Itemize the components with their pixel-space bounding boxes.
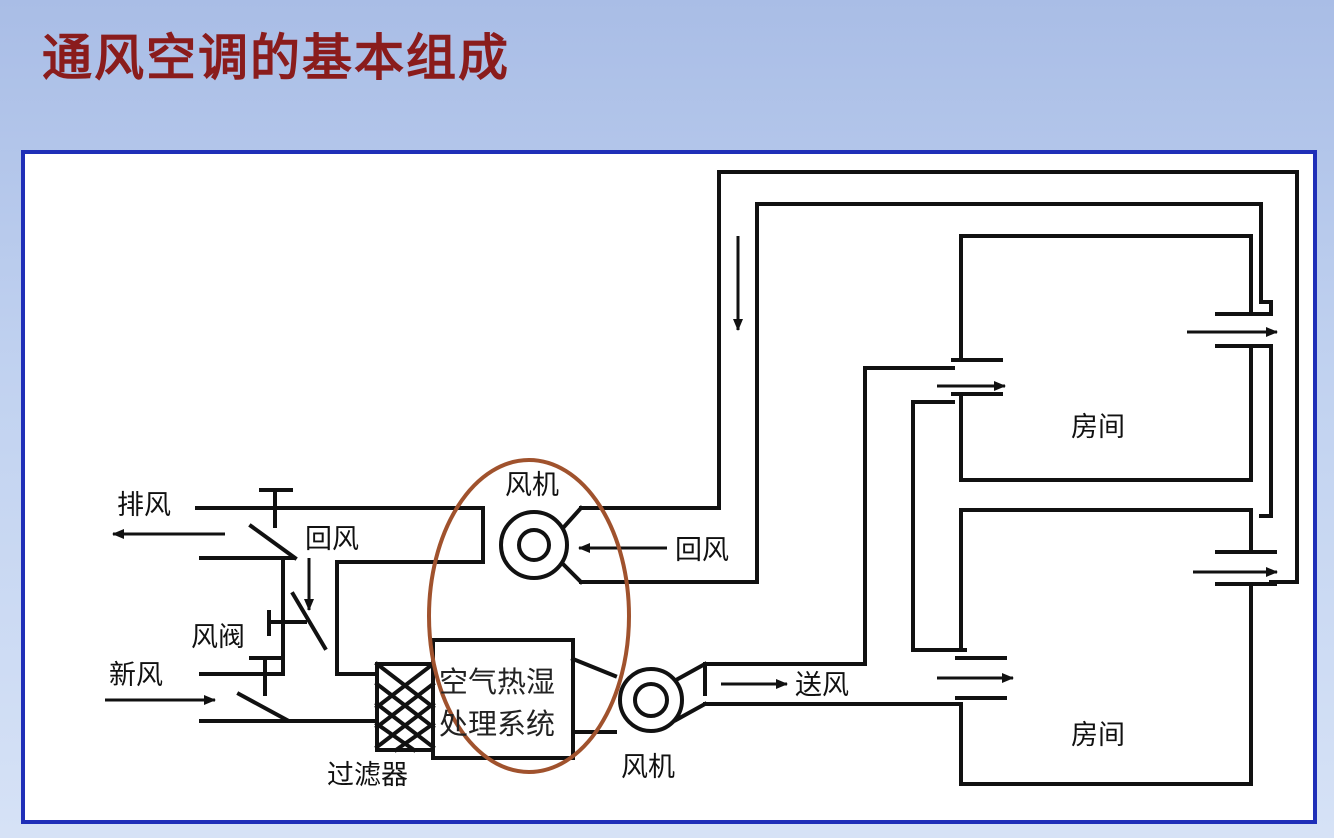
slide-title: 通风空调的基本组成 (42, 29, 510, 87)
label-damper: 风阀 (191, 622, 245, 653)
diagram-frame: 排风 回风 风阀 新风 过滤器 风机 回风 空气热湿 处理系统 风机 送风 房间… (21, 150, 1317, 824)
label-treatment-line1: 空气热湿 (439, 665, 555, 699)
fan-top-core (517, 528, 551, 562)
damper-fresh-blade (236, 691, 290, 723)
label-room-lower: 房间 (1071, 720, 1125, 751)
damper-return-blade (290, 591, 328, 651)
label-treatment-line2: 处理系统 (439, 707, 555, 741)
label-fresh-air: 新风 (109, 660, 163, 691)
label-supply-air: 送风 (795, 670, 849, 701)
fan-bottom-core (633, 682, 669, 718)
highlight-ellipse (427, 458, 631, 774)
label-fan-bottom: 风机 (621, 752, 675, 783)
label-exhaust-air: 排风 (117, 490, 171, 521)
label-room-upper: 房间 (1071, 412, 1125, 443)
damper-exhaust-blade (248, 523, 298, 561)
label-return-air-left: 回风 (305, 524, 359, 555)
air-treatment-box (431, 638, 575, 760)
label-fan-top: 风机 (505, 470, 559, 501)
fan-top-body (499, 510, 569, 580)
label-return-air-right: 回风 (675, 535, 729, 566)
fan-bottom-body (618, 667, 684, 733)
label-filter: 过滤器 (327, 760, 408, 791)
hvac-diagram: 排风 回风 风阀 新风 过滤器 风机 回风 空气热湿 处理系统 风机 送风 房间… (105, 170, 1299, 791)
